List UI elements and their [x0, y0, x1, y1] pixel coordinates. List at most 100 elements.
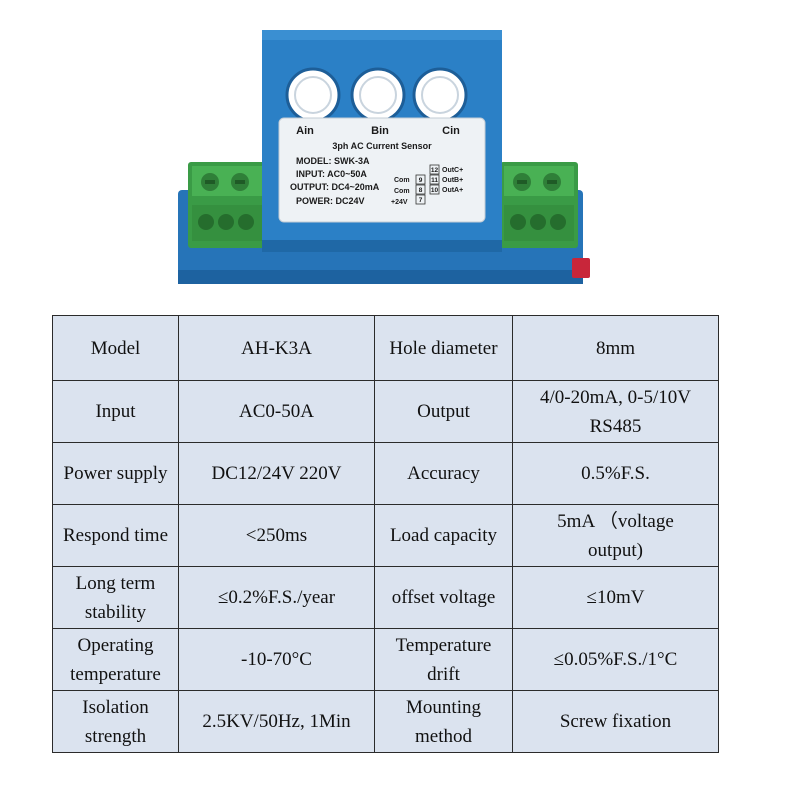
table-row: Input AC0-50A Output 4/0-20mA, 0-5/10V RS485	[52, 380, 719, 443]
svg-text:OutC+: OutC+	[442, 167, 463, 174]
release-clip	[572, 258, 590, 278]
cell-line: offset voltage	[391, 587, 496, 608]
cell-line: -10-70°C	[241, 649, 312, 670]
cell-line: output)	[588, 539, 643, 561]
spec-label: Output	[374, 380, 513, 443]
hole-c-icon	[412, 67, 468, 123]
spec-label: Mounting method	[374, 690, 513, 753]
spec-value: ≤0.05%F.S./1°C	[512, 628, 719, 691]
label-power: POWER: DC24V	[296, 196, 365, 206]
svg-text:Com: Com	[394, 188, 410, 195]
spec-label: offset voltage	[374, 566, 513, 629]
spec-label: Power supply	[52, 442, 179, 505]
svg-text:8: 8	[419, 187, 423, 194]
table-row: Respond time <250ms Load capacity 5mA （volt…	[52, 504, 719, 567]
cell-line: AC0-50A	[239, 401, 314, 422]
port-label-b: Bin	[371, 125, 389, 137]
cell-line: Hole diameter	[389, 337, 498, 359]
svg-text:OutA+: OutA+	[442, 187, 463, 194]
spec-value: DC12/24V 220V	[178, 442, 375, 505]
label-output: OUTPUT: DC4~20mA	[290, 182, 380, 192]
svg-text:Com: Com	[394, 177, 410, 184]
svg-text:12: 12	[431, 167, 439, 174]
spec-label: Accuracy	[374, 442, 513, 505]
cell-line: 4/0-20mA, 0-5/10V	[540, 386, 691, 408]
hole-a-icon	[285, 67, 341, 123]
cell-line: Output	[417, 401, 470, 422]
spec-label: Load capacity	[374, 504, 513, 567]
cell-line: DC12/24V 220V	[211, 463, 342, 484]
cell-line: 5mA （voltage	[557, 510, 674, 532]
spec-label: Long term stability	[52, 566, 179, 629]
cell-line: Screw fixation	[559, 711, 672, 732]
spec-value: 5mA （voltage output)	[512, 504, 719, 567]
terminal-block-left	[188, 162, 266, 248]
cell-line: Accuracy	[407, 463, 480, 484]
cell-line: ≤0.2%F.S./year	[217, 587, 336, 608]
cell-line: Mounting	[406, 696, 481, 718]
cell-line: strength	[84, 725, 147, 747]
cell-line: Respond time	[62, 525, 169, 546]
spec-value: 0.5%F.S.	[512, 442, 719, 505]
spec-value: 8mm	[512, 315, 719, 381]
cell-line: Isolation	[82, 696, 149, 718]
cell-line: 2.5KV/50Hz, 1Min	[202, 711, 351, 732]
svg-text:7: 7	[419, 197, 423, 204]
cell-line: Power supply	[63, 463, 168, 484]
cell-line: <250ms	[245, 525, 308, 546]
cell-line: drift	[427, 663, 460, 685]
cell-line: Load capacity	[389, 525, 498, 546]
spec-label: Temperature drift	[374, 628, 513, 691]
cell-line: Long term	[75, 572, 156, 594]
spec-value: <250ms	[178, 504, 375, 567]
spec-value: 4/0-20mA, 0-5/10V RS485	[512, 380, 719, 443]
svg-text:11: 11	[431, 177, 438, 184]
label-model: MODEL: SWK-3A	[296, 156, 370, 166]
spec-value: ≤10mV	[512, 566, 719, 629]
product-label	[278, 117, 486, 223]
label-title: 3ph AC Current Sensor	[332, 141, 432, 151]
cell-line: AH-K3A	[241, 337, 312, 359]
cell-line: ≤10mV	[586, 587, 645, 608]
spec-value: ≤0.2%F.S./year	[178, 566, 375, 629]
table-row: Power supply DC12/24V 220V Accuracy 0.5%F.S…	[52, 442, 719, 505]
table-row: Isolation strength 2.5KV/50Hz, 1Min Mountin…	[52, 690, 719, 753]
svg-text:10: 10	[431, 187, 439, 194]
spec-label: Operating temperature	[52, 628, 179, 691]
cell-line: RS485	[589, 415, 642, 437]
cell-line: ≤0.05%F.S./1°C	[553, 649, 678, 670]
cell-line: method	[415, 725, 472, 747]
terminal-block-right	[500, 162, 578, 248]
product-photo: Ain Bin Cin 3ph AC Current Sensor MODEL:…	[0, 0, 800, 305]
spec-label: Respond time	[52, 504, 179, 567]
spec-value: AC0-50A	[178, 380, 375, 443]
spec-value: -10-70°C	[178, 628, 375, 691]
cell-line: Operating	[77, 634, 154, 656]
table-row: Long term stability ≤0.2%F.S./year offset v…	[52, 566, 719, 629]
cell-line: Input	[95, 401, 136, 422]
spec-label: Hole diameter	[374, 315, 513, 381]
spec-value: 2.5KV/50Hz, 1Min	[178, 690, 375, 753]
hole-b-icon	[350, 67, 406, 123]
cell-line: Temperature	[395, 634, 492, 656]
spec-label: Model	[52, 315, 179, 381]
cell-line: stability	[84, 601, 147, 623]
port-label-a: Ain	[296, 125, 314, 137]
spec-label: Input	[52, 380, 179, 443]
cell-line: Model	[90, 337, 141, 359]
svg-text:+24V: +24V	[391, 199, 408, 206]
table-row: Model AH-K3A Hole diameter 8mm	[52, 315, 719, 381]
svg-text:9: 9	[419, 177, 423, 184]
table-row: Operating temperature -10-70°C Temperature d…	[52, 628, 719, 691]
terminal-map: Com Com +24V 12 9 11 8 10 7 OutC+ OutB+ …	[391, 164, 463, 206]
spec-label: Isolation strength	[52, 690, 179, 753]
svg-text:OutB+: OutB+	[442, 177, 463, 184]
cell-line: 8mm	[595, 337, 636, 359]
port-label-c: Cin	[442, 125, 460, 137]
cell-line: temperature	[70, 663, 161, 685]
label-input: INPUT: AC0~50A	[296, 169, 367, 179]
spec-value: AH-K3A	[178, 315, 375, 381]
current-sensor-illustration: Ain Bin Cin 3ph AC Current Sensor MODEL:…	[178, 30, 590, 284]
